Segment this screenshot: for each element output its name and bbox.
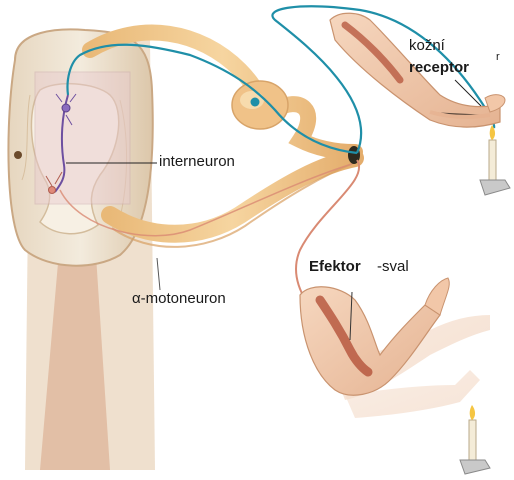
label-muscle: -sval	[377, 259, 409, 274]
label-skin: kožní	[409, 38, 445, 53]
motoneuron-leader	[157, 258, 160, 290]
spinal-cord	[8, 29, 155, 470]
label-r-mark: r	[496, 52, 500, 63]
lower-arm-drawing	[300, 278, 490, 474]
label-motoneuron: α-motoneuron	[132, 291, 226, 306]
label-receptor: receptor	[409, 60, 469, 75]
label-interneuron: interneuron	[159, 154, 235, 169]
ganglion-cell-body	[251, 98, 260, 107]
label-effector: Efektor	[309, 259, 361, 274]
